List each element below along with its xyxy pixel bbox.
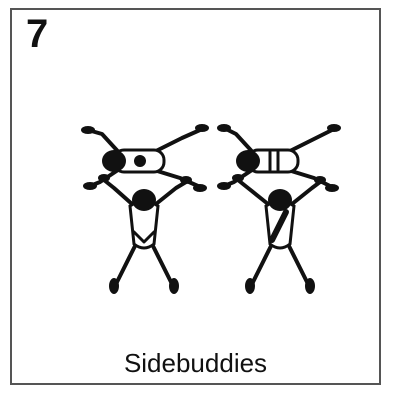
right-bottom-skydiver [232, 174, 326, 294]
right-pair [217, 124, 341, 294]
right-top-skydiver [217, 124, 341, 192]
formation-card: 7 [10, 8, 381, 385]
formation-title: Sidebuddies [123, 348, 268, 378]
left-bottom-skydiver [98, 174, 192, 294]
left-top-skydiver [81, 124, 209, 192]
formation-diagram [81, 124, 341, 294]
formation-number: 7 [26, 12, 49, 56]
left-pair [81, 124, 209, 294]
